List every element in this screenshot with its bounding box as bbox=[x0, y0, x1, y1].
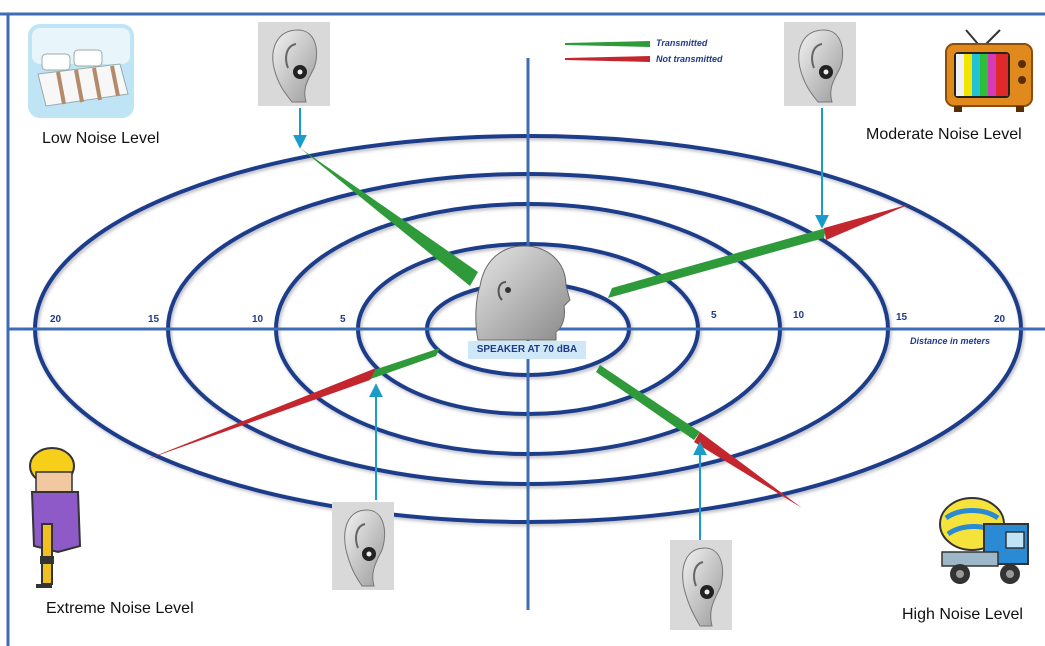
wedge-moderate-not-transmitted bbox=[824, 204, 910, 240]
tick-left-5: 5 bbox=[340, 314, 346, 325]
television-icon bbox=[945, 29, 1033, 112]
legend-not-transmitted-label: Not transmitted bbox=[656, 54, 723, 64]
speaker-label: SPEAKER AT 70 dBA bbox=[468, 341, 586, 359]
wedge-low-transmitted bbox=[300, 148, 478, 286]
tick-right-5: 5 bbox=[711, 310, 717, 321]
wedge-extreme-transmitted bbox=[368, 348, 440, 380]
construction-worker-icon bbox=[29, 447, 82, 588]
wedge-high-not-transmitted bbox=[694, 432, 802, 508]
wedge-high-transmitted bbox=[596, 365, 700, 440]
legend-transmitted-swatch bbox=[565, 41, 650, 47]
ear-icon bbox=[670, 540, 732, 630]
speaker-head-icon bbox=[475, 245, 571, 341]
tick-left-15: 15 bbox=[148, 314, 160, 325]
extreme-noise-label: Extreme Noise Level bbox=[46, 600, 194, 617]
tick-left-10: 10 bbox=[252, 314, 264, 325]
tick-left-20: 20 bbox=[50, 314, 62, 325]
wedge-extreme-not-transmitted bbox=[145, 368, 376, 460]
legend-not-transmitted-swatch bbox=[565, 56, 650, 62]
high-noise-label: High Noise Level bbox=[902, 606, 1023, 623]
tick-right-10: 10 bbox=[793, 310, 805, 321]
low-noise-label: Low Noise Level bbox=[42, 130, 160, 147]
moderate-noise-label: Moderate Noise Level bbox=[866, 126, 1022, 143]
ear-icon bbox=[332, 502, 394, 590]
cement-mixer-truck-icon bbox=[939, 497, 1029, 584]
legend-transmitted-label: Transmitted bbox=[656, 38, 708, 48]
ear-icon bbox=[258, 22, 330, 106]
distance-caption: Distance in meters bbox=[910, 336, 991, 346]
wedge-moderate-transmitted bbox=[608, 228, 826, 298]
ear-icon bbox=[784, 22, 856, 106]
tick-right-20: 20 bbox=[994, 314, 1006, 325]
tick-right-15: 15 bbox=[896, 312, 908, 323]
bedroom-icon bbox=[28, 24, 134, 118]
